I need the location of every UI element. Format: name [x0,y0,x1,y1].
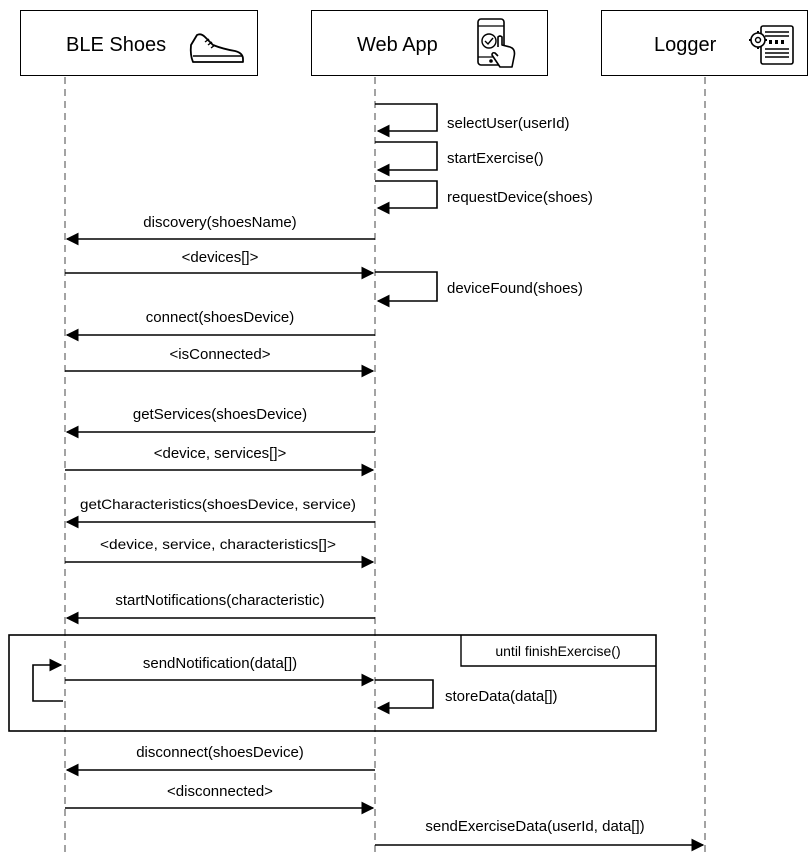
message-label: <devices[]> [182,249,259,266]
message-label: startNotifications(characteristic) [115,592,324,609]
message-label: startExercise() [447,150,544,167]
actor-ble-shoes-label: BLE Shoes [66,34,167,56]
message-label: getServices(shoesDevice) [133,406,307,423]
message-isconnected-response: <isConnected> [65,346,375,378]
message-sendnotification: sendNotification(data[]) [65,655,375,687]
message-startexercise: startExercise() [375,141,544,177]
message-getcharacteristics: getCharacteristics(shoesDevice, service) [65,496,375,529]
message-label: disconnect(shoesDevice) [136,744,304,761]
message-getservices: getServices(shoesDevice) [65,406,375,439]
message-disconnected-response: <disconnected> [65,783,375,815]
server-gear-icon [749,25,794,65]
message-label: sendExerciseData(userId, data[]) [425,818,644,835]
message-label: discovery(shoesName) [143,214,296,231]
message-storedata: storeData(data[]) [375,679,558,715]
actor-ble-shoes: BLE Shoes [20,10,258,76]
message-devicefound: deviceFound(shoes) [375,271,583,308]
message-sendexercisedata: sendExerciseData(userId, data[]) [375,818,705,852]
message-label: deviceFound(shoes) [447,280,583,297]
message-label: <device, services[]> [154,445,287,462]
message-label: <device, service, characteristics[]> [100,536,336,552]
message-label: storeData(data[]) [445,688,558,705]
smartphone-touch-icon [477,18,516,68]
actor-web-app-label: Web App [357,34,438,56]
message-selectuser: selectUser(userId) [375,103,570,138]
message-startnotifications: startNotifications(characteristic) [65,592,375,625]
message-disconnect: disconnect(shoesDevice) [65,744,375,777]
shoes-self-loop [32,658,63,702]
loop-guard-label: until finishExercise() [495,643,620,659]
message-label: selectUser(userId) [447,115,570,132]
actor-web-app: Web App [311,10,548,76]
message-label: getCharacteristics(shoesDevice, service) [80,496,356,512]
shoe-icon [189,33,244,63]
loop-fragment: until finishExercise() [8,634,657,732]
message-discovery: discovery(shoesName) [65,214,375,246]
message-label: <disconnected> [167,783,273,800]
message-services-response: <device, services[]> [65,445,375,477]
actor-logger-label: Logger [654,34,717,56]
message-connect: connect(shoesDevice) [65,309,375,342]
message-devices-response: <devices[]> [65,249,375,280]
message-label: <isConnected> [170,346,271,363]
actor-logger: Logger [601,10,808,76]
message-label: requestDevice(shoes) [447,189,593,206]
message-requestdevice: requestDevice(shoes) [375,180,593,215]
message-characteristics-response: <device, service, characteristics[]> [65,536,375,569]
message-label: sendNotification(data[]) [143,655,297,672]
message-label: connect(shoesDevice) [146,309,294,326]
